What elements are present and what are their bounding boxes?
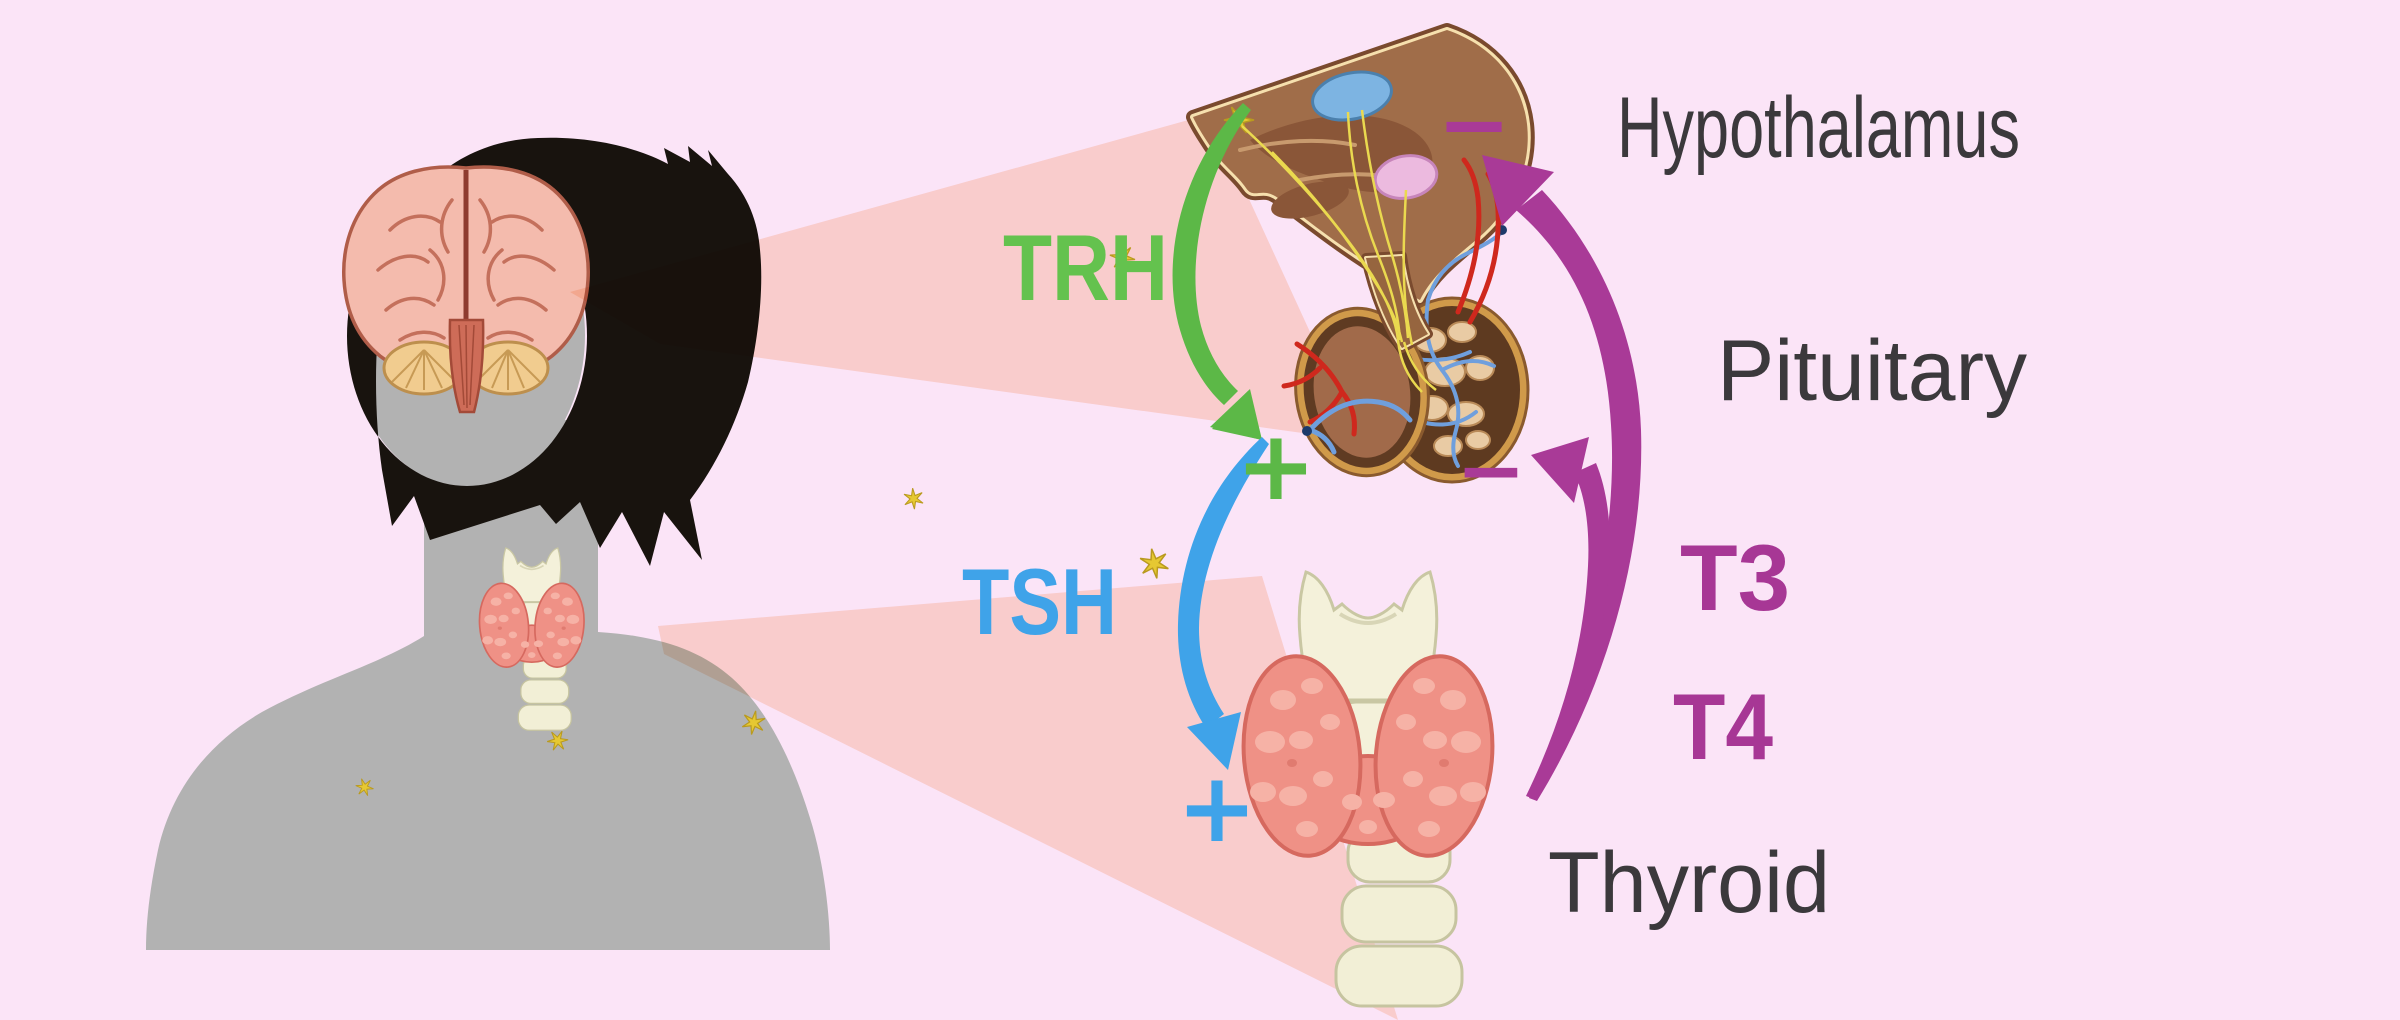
- cerebellum: [382, 340, 550, 396]
- t3-t4-feedback-arrow-to-hypothalamus: [1482, 155, 1642, 801]
- tsh-arrowhead-icon: [1187, 712, 1241, 770]
- plus-sign-thyroid: +: [1177, 752, 1257, 864]
- thyroid-label: Thyroid: [1548, 835, 1830, 931]
- anterior-pituitary-lobe: [1281, 306, 1430, 478]
- gyrus: [486, 248, 504, 302]
- minus-sign-pituitary: −: [1456, 421, 1526, 519]
- thyroid-gland: [1241, 654, 1495, 858]
- brain-gyri: [376, 198, 556, 342]
- plus-sign-pituitary: +: [1236, 410, 1316, 522]
- feedback-short-arrow-shaft: [1526, 463, 1610, 799]
- t3-label: T3: [1680, 525, 1790, 630]
- gyrus: [496, 296, 548, 312]
- gyrus: [398, 330, 446, 342]
- thyroid-bump-shadows: [1287, 759, 1449, 767]
- gyrus: [478, 198, 493, 254]
- tsh-arrow: [1177, 437, 1269, 770]
- gyrus: [486, 330, 534, 342]
- gyrus: [502, 254, 556, 272]
- pituitary-hypothalamus-illustration: [353, 23, 1535, 799]
- brain-illustration: [342, 165, 590, 414]
- gyrus: [439, 198, 454, 254]
- anterior-lobe-veins: [1307, 398, 1413, 455]
- thyroid-larynx-illustration: [1241, 570, 1495, 1008]
- neuron-star-icon: [899, 485, 928, 512]
- trachea-ring: [1334, 944, 1464, 1008]
- anterior-lobe-inner: [1313, 326, 1411, 458]
- t3-t4-feedback-arrow-to-pituitary: [1526, 437, 1610, 799]
- thyroid-follicle-bumps: [1250, 678, 1486, 837]
- trh-arrowhead-icon: [1210, 389, 1262, 440]
- anterior-lobe-arteries: [1281, 341, 1357, 437]
- hypothalamus-dark-patch: [1271, 181, 1349, 219]
- hair: [347, 137, 762, 567]
- tsh-arrow-shaft: [1177, 437, 1269, 728]
- gyrus: [384, 296, 436, 312]
- neuron-star-icon: [1134, 545, 1174, 582]
- pituitary-label: Pituitary: [1717, 323, 2027, 419]
- gyrus: [376, 254, 430, 272]
- gyrus: [428, 248, 446, 302]
- feedback-long-arrow-shaft: [1516, 190, 1642, 801]
- gyrus: [490, 214, 544, 232]
- projection-beam-brain-to-pituitary: [570, 114, 1360, 441]
- larynx-notch-shading: [1338, 612, 1398, 625]
- feedback-long-arrowhead-icon: [1482, 155, 1554, 226]
- t4-label: T4: [1673, 674, 1773, 779]
- projection-beam-neck-to-thyroid: [658, 576, 1398, 1020]
- trachea: [1334, 786, 1464, 1008]
- trh-label: TRH: [1003, 215, 1168, 320]
- person-figure: [146, 137, 830, 950]
- trh-arrow-shaft: [1172, 103, 1251, 405]
- feedback-short-arrowhead-icon: [1531, 437, 1589, 503]
- torso-silhouette: [146, 632, 830, 950]
- paraventricular-nucleus: [1311, 70, 1393, 122]
- minus-sign-hypothalamus: −: [1437, 73, 1511, 176]
- trh-arrow: [1172, 103, 1262, 440]
- trachea-ring: [1340, 884, 1458, 944]
- brainstem-striations: [458, 324, 475, 409]
- cerebellum-folds: [391, 349, 541, 390]
- pituitary-stalk: [1366, 256, 1428, 348]
- vein-cap: [1302, 426, 1312, 436]
- hypothalamic-nerve-fibers: [1241, 109, 1437, 393]
- supraoptic-nucleus: [1373, 154, 1439, 200]
- hypothalamus-label: Hypothalamus: [1617, 80, 2020, 176]
- gyrus: [388, 214, 442, 232]
- tsh-label: TSH: [962, 549, 1117, 654]
